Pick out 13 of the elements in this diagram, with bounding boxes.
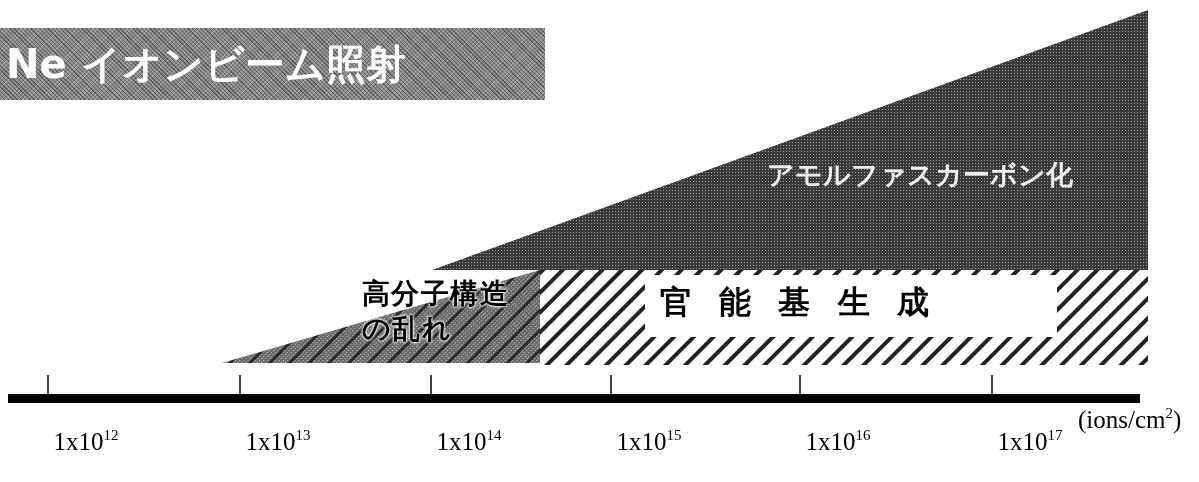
tick-label: 1x10$^{17}$ [997, 428, 1063, 456]
tick-label: 1x10$^{14}$ [436, 428, 502, 456]
tick-label: 1x10$^{16}$ [805, 428, 871, 456]
title-banner: Ne イオンビーム照射 [0, 28, 545, 100]
unit-label: (ions/cm$^{2}$) [1078, 406, 1182, 434]
tick-label: 1x10$^{15}$ [616, 428, 682, 456]
tick-label: 1x10$^{13}$ [245, 428, 311, 456]
tick-label: 1x10$^{12}$ [53, 428, 119, 456]
triangle-region [222, 270, 540, 363]
region-label: アモルファスカーボン化 [767, 158, 1074, 192]
triangle-region [432, 10, 1148, 270]
region-label: 官能基生成 [660, 282, 957, 322]
hatched-band [540, 270, 1148, 365]
